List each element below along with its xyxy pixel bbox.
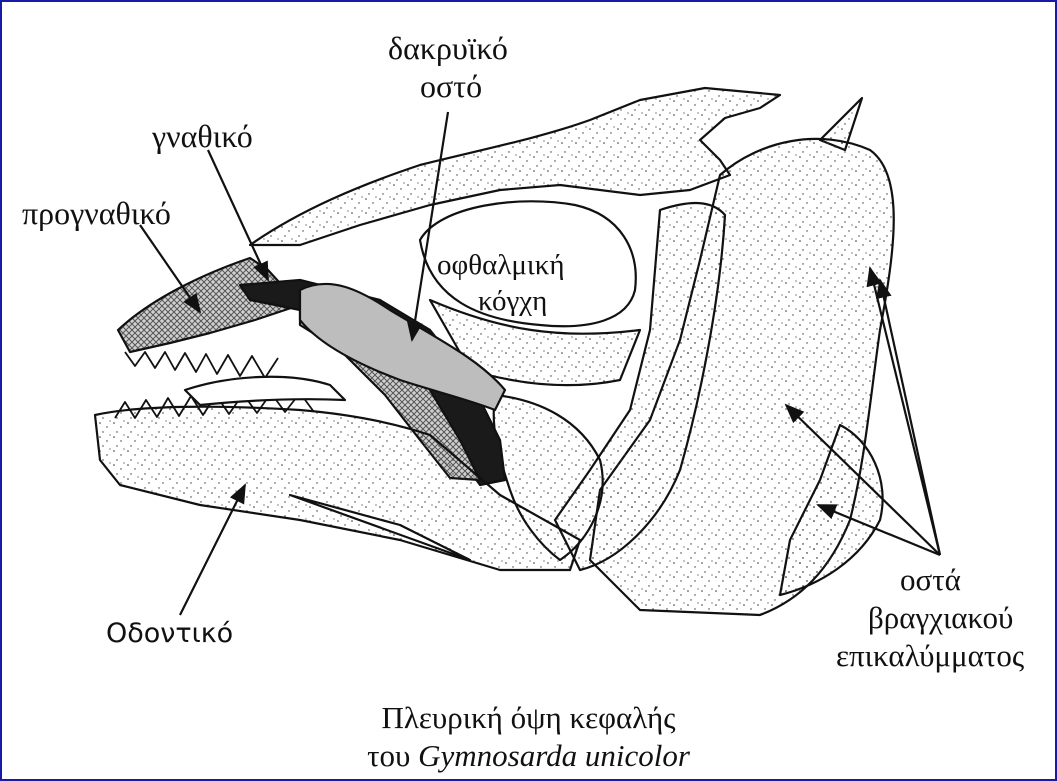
label-orbit-line1: οφθαλμική bbox=[437, 249, 565, 282]
caption-species: Gymnosarda unicolor bbox=[418, 738, 690, 773]
label-maxilla: γναθικό bbox=[152, 118, 253, 155]
arrow-opercle-4 bbox=[880, 280, 940, 555]
upper-teeth bbox=[125, 352, 278, 378]
caption-prefix: του bbox=[367, 738, 418, 773]
caption-line1: Πλευρική όψη κεφαλής bbox=[0, 700, 1057, 736]
label-opercular-line1: οστά bbox=[900, 562, 961, 598]
palate-bones bbox=[185, 377, 345, 405]
label-lacrimal-line1: δακρυϊκό bbox=[388, 30, 508, 67]
label-premaxilla: προγναθικό bbox=[22, 195, 171, 232]
caption-line2: του Gymnosarda unicolor bbox=[0, 738, 1057, 774]
label-opercular-line3: επικαλύμματος bbox=[836, 638, 1024, 674]
label-lacrimal-line2: οστό bbox=[420, 68, 482, 105]
label-opercular-line2: βραγχιακού bbox=[868, 600, 1013, 636]
arrow-maxilla bbox=[208, 150, 268, 280]
label-dentary: Οδοντικό bbox=[106, 618, 233, 649]
label-orbit-line2: κόγχη bbox=[478, 285, 547, 318]
